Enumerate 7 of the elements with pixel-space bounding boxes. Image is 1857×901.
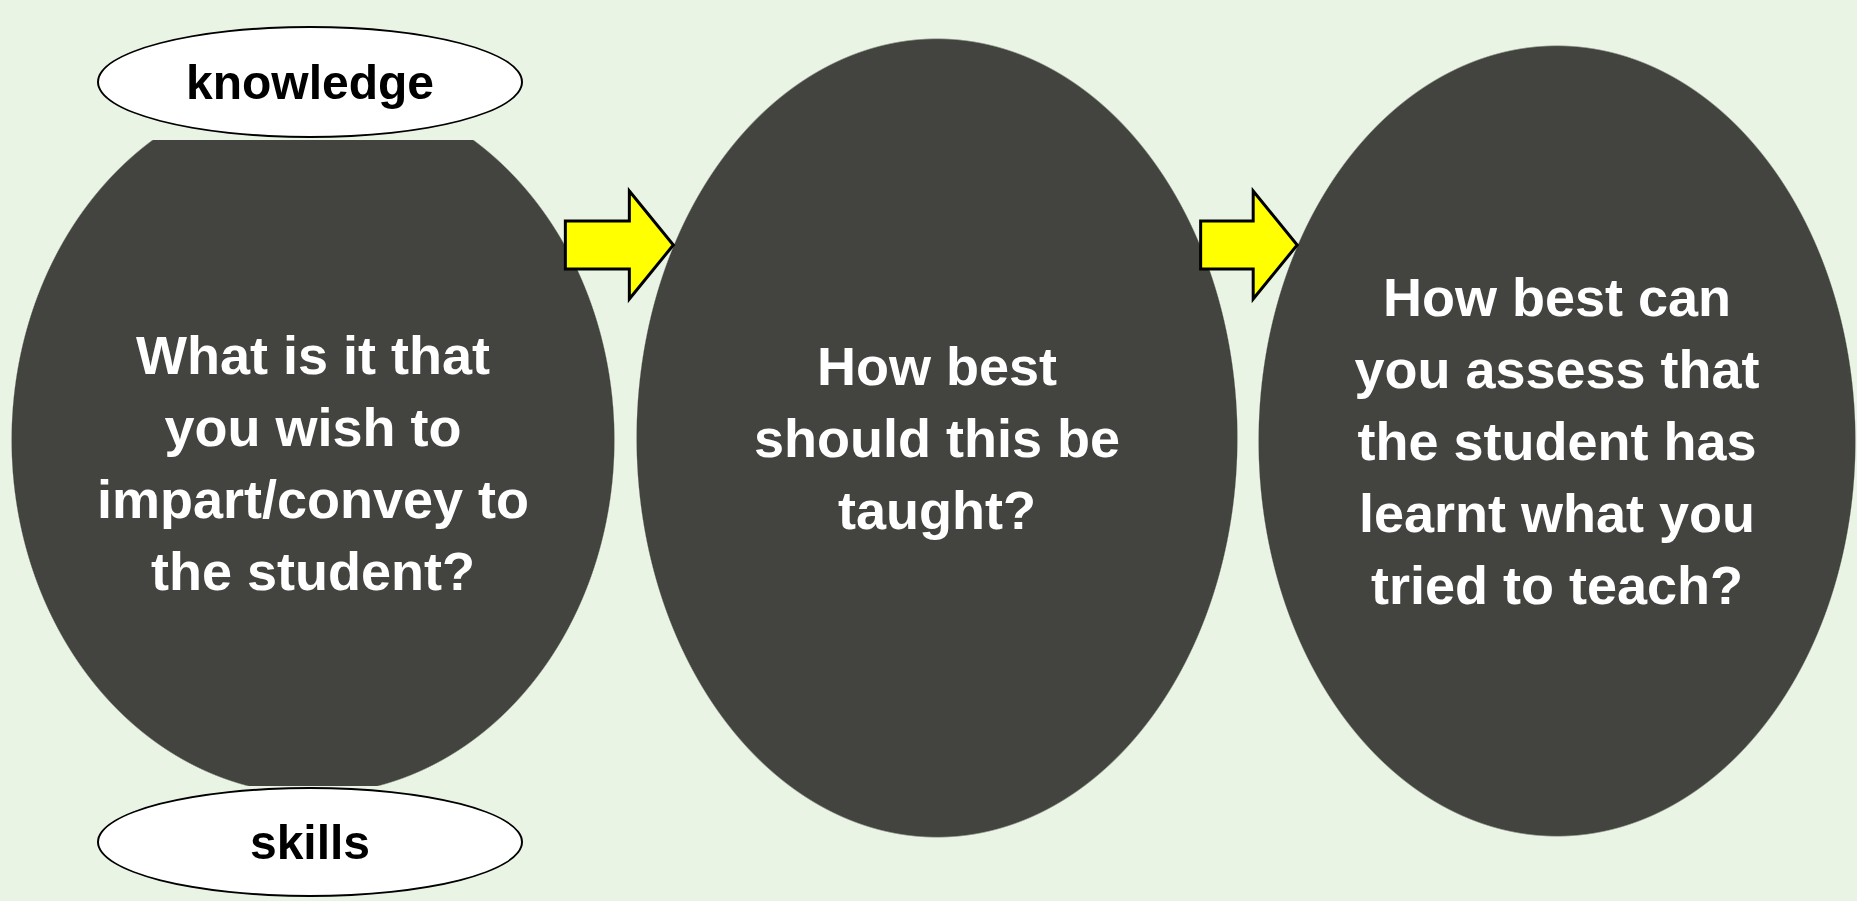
oval-label: skills <box>249 814 371 870</box>
question-text: How best should this be taught? <box>753 335 1121 542</box>
block-arrow <box>563 186 676 304</box>
oval-label: knowledge <box>185 54 434 110</box>
question-text: How best can you assess that the student has learnt what you tried to teach? <box>1353 266 1761 617</box>
block-arrow <box>1199 186 1300 304</box>
question-text: What is it that you wish to impart/convey to the student? <box>95 324 531 603</box>
